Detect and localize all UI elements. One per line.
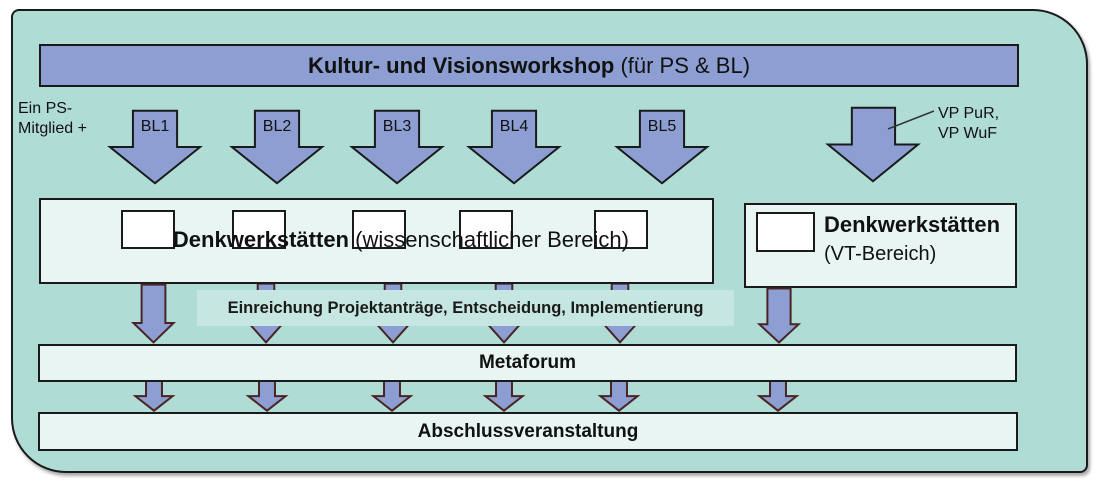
workshop-slot — [121, 210, 175, 249]
right-annotation-line2: VP WuF — [938, 125, 997, 142]
down-arrow-icon — [600, 380, 638, 411]
box-science-title: Denkwerkstätten — [172, 227, 349, 252]
down-arrow-icon — [231, 110, 323, 184]
down-arrow-icon — [468, 110, 560, 184]
process-band-text: Einreichung Projektanträge, Entscheidung… — [227, 298, 704, 317]
science-to-metaforum-arrow-icon — [133, 284, 174, 343]
bl3-arrow-icon: BL3 — [351, 110, 443, 184]
box-science-subtitle: (wissenschaftlicher Bereich) — [349, 227, 629, 252]
metaforum-bar: Metaforum — [38, 344, 1017, 382]
down-arrow-icon — [485, 380, 523, 411]
metaforum-label: Metaforum — [478, 352, 577, 373]
header-bar: Kultur- und Visionsworkshop (für PS & BL… — [39, 44, 1019, 87]
workshop-slot — [459, 210, 513, 249]
vt-to-metaforum-arrow-icon — [759, 288, 799, 343]
left-annotation-line2: Mitglied + — [18, 120, 87, 137]
metaforum-to-final-arrow-icon — [135, 380, 173, 411]
right-annotation: VP PuR, VP WuF — [938, 104, 999, 144]
bl2-arrow-icon: BL2 — [231, 110, 323, 184]
metaforum-to-final-arrow-icon — [759, 380, 797, 411]
down-arrow-icon — [109, 110, 201, 184]
down-arrow-icon — [135, 380, 173, 411]
box-science-caption: Denkwerkstätten (wissenschaftlicher Bere… — [41, 201, 712, 279]
final-bar: Abschlussveranstaltung — [38, 412, 1018, 451]
box-vt-subtitle: (VT-Bereich) — [824, 243, 937, 265]
process-band: Einreichung Projektanträge, Entscheidung… — [197, 290, 734, 326]
workshop-slot — [352, 210, 406, 249]
bl4-arrow-icon: BL4 — [468, 110, 560, 184]
final-bar-label: Abschlussveranstaltung — [417, 420, 639, 442]
metaforum-to-final-arrow-icon — [485, 380, 523, 411]
metaforum-to-final-arrow-icon — [373, 380, 411, 411]
metaforum-to-final-arrow-icon — [248, 380, 286, 411]
workshop-slot — [594, 210, 648, 249]
metaforum-to-final-arrow-icon — [600, 380, 638, 411]
box-vt-title: Denkwerkstätten — [824, 212, 1001, 237]
header-title-rest: (für PS & BL) — [614, 52, 751, 78]
down-arrow-icon — [759, 288, 799, 343]
down-arrow-icon — [616, 110, 708, 184]
down-arrow-icon — [373, 380, 411, 411]
box-science: Denkwerkstätten (wissenschaftlicher Bere… — [39, 198, 714, 284]
down-arrow-icon — [827, 107, 919, 182]
bl2-label: BL2 — [262, 118, 292, 135]
diagram-frame: Kultur- und Visionsworkshop (für PS & BL… — [11, 9, 1088, 473]
workshop-slot — [232, 210, 286, 249]
down-arrow-icon — [759, 380, 797, 411]
right-annotation-line1: VP PuR, — [938, 105, 1000, 122]
callout-line-icon — [887, 110, 935, 130]
down-arrow-icon — [133, 284, 174, 343]
left-annotation-line1: Ein PS- — [18, 100, 73, 117]
down-arrow-icon — [351, 110, 443, 184]
workshop-slot — [756, 212, 815, 252]
bl1-arrow-icon: BL1 — [109, 110, 201, 184]
box-vt: Denkwerkstätten (VT-Bereich) — [744, 203, 1017, 288]
down-arrow-icon — [248, 380, 286, 411]
vp-arrow-icon — [827, 107, 919, 182]
header-title-bold: Kultur- und Visionsworkshop — [307, 52, 615, 78]
left-annotation: Ein PS- Mitglied + — [18, 99, 87, 139]
bl4-label: BL4 — [499, 118, 529, 135]
bl5-label: BL5 — [647, 118, 677, 135]
bl3-label: BL3 — [382, 118, 412, 135]
bl1-label: BL1 — [140, 118, 170, 135]
bl5-arrow-icon: BL5 — [616, 110, 708, 184]
